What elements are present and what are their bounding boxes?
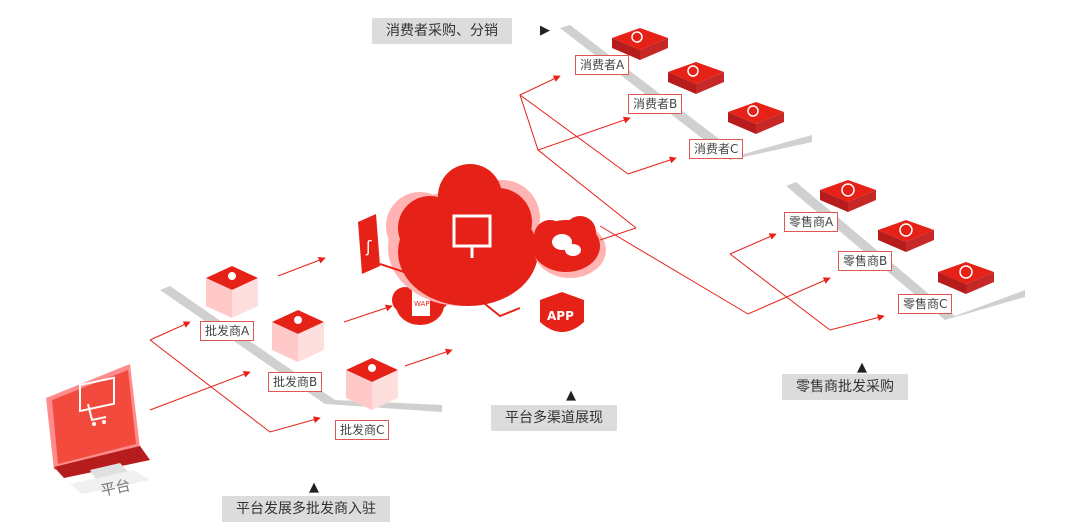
monitor-icon [452,214,492,258]
retailer-tag-a: 零售商A [784,212,839,232]
badge-icon [899,223,913,237]
retailer-tag-c: 零售商C [898,294,953,314]
wholesaler-b-box [272,310,324,362]
triangle-up-icon: ▲ [857,360,867,375]
user-icon [368,364,376,372]
shopping-cart-icon [79,376,115,426]
consumer-b-box [668,62,724,94]
wholesaler-a-box [206,266,258,318]
wholesaler-arrows [277,256,453,367]
wechat-cloud [532,216,606,278]
retailer-a-box [820,180,876,212]
wholesaler-tag-c: 批发商C [335,420,390,440]
user-icon [294,316,302,324]
consumer-c-box [728,102,784,134]
consumer-tag-b: 消费者B [628,94,683,114]
svg-text:ʃ: ʃ [365,237,372,256]
badge-icon [841,183,855,197]
mini-program-icon: ʃ [358,214,380,274]
consumer-tag-a: 消费者A [575,55,630,75]
caption-channels: 平台多渠道展现 [491,405,617,431]
badge-icon [959,265,973,279]
user-search-icon [747,105,759,117]
consumer-a-box [612,28,668,60]
wap-label: WAP [414,300,430,308]
user-icon [228,272,236,280]
caption-consumer-flow: 消费者采购、分销 [372,18,512,44]
retailer-tag-b: 零售商B [838,251,893,271]
wechat-icon [552,234,581,256]
triangle-right-icon: ▶ [540,23,550,38]
user-search-icon [631,31,643,43]
platform-label: 平台 [99,476,132,500]
user-search-icon [687,65,699,77]
rail-wholesalers-end [325,400,442,412]
consumer-arrows [519,75,677,241]
platform-monitor [46,364,150,494]
rail-retailers-end [945,290,1025,320]
main-cloud [386,164,540,306]
retailer-arrows [599,225,885,331]
consumer-tag-c: 消费者C [689,139,744,159]
triangle-up-icon: ▲ [309,480,319,495]
platform-arrows [149,321,321,433]
triangle-up-icon: ▲ [566,388,576,403]
wholesaler-tag-a: 批发商A [200,321,255,341]
retailer-c-box [938,262,994,294]
rail-consumers-end [730,135,812,160]
caption-retailer-flow: 零售商批发采购 [782,374,908,400]
app-shield: APP [540,292,584,332]
caption-wholesaler-entry: 平台发展多批发商入驻 [222,496,390,522]
channel-connectors [379,263,521,318]
wholesaler-tag-b: 批发商B [268,372,323,392]
app-label: APP [547,309,574,323]
wholesaler-c-box [346,358,398,410]
retailer-b-box [878,220,934,252]
